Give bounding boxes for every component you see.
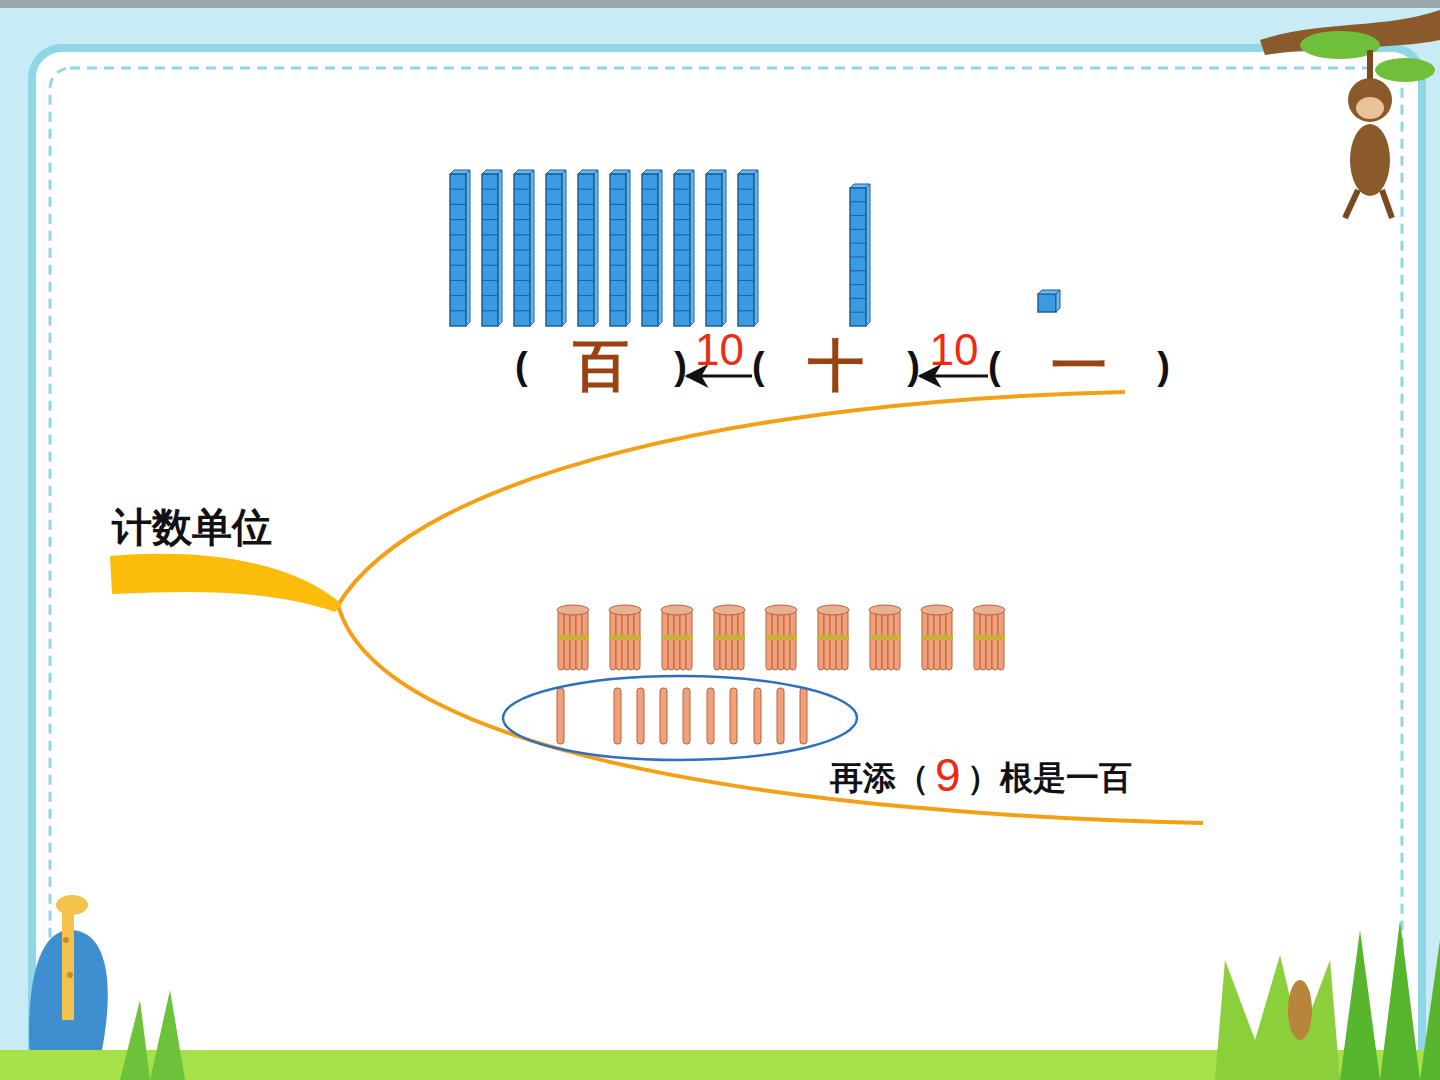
hundred-rods: [450, 170, 758, 326]
note-text: ）根是一百: [967, 756, 1132, 801]
bracket: ): [907, 345, 920, 388]
stick-bundles: [557, 605, 1005, 670]
counting-unit: 一: [1051, 338, 1107, 394]
bracket: ): [674, 345, 687, 388]
monkey: [1260, 10, 1440, 218]
top-bar: [0, 0, 1440, 8]
unit-box: ( 十): [752, 338, 920, 394]
grass: [0, 920, 1440, 1080]
bracket: (: [988, 345, 1001, 388]
ten-rod: [850, 184, 870, 326]
cube-top: [1038, 290, 1060, 312]
ratio-arrow: [920, 375, 988, 378]
panel: [32, 48, 1422, 1080]
edge-label: 10: [930, 328, 979, 372]
counting-unit: 十: [808, 338, 864, 394]
section-title: 计数单位: [112, 500, 272, 555]
note-text: 再添（: [830, 756, 929, 801]
answer-number: 9: [935, 748, 961, 802]
dashed-border: [50, 68, 1402, 1078]
giraffe: [29, 895, 108, 1060]
edge-label: 10: [695, 328, 744, 372]
bracket: ): [1157, 345, 1170, 388]
unit-cube: [1038, 294, 1056, 312]
ratio-arrow: [687, 375, 752, 378]
bracket: (: [752, 345, 765, 388]
bracket: (: [515, 345, 528, 388]
counting-unit: 百: [573, 338, 629, 394]
unit-box: ( 一): [988, 338, 1170, 394]
brace-curve: [338, 392, 1203, 823]
circle-mark: [503, 676, 857, 760]
unit-box: ( 百): [515, 338, 687, 394]
brush-stroke: [110, 554, 342, 612]
loose-sticks: [557, 688, 807, 744]
